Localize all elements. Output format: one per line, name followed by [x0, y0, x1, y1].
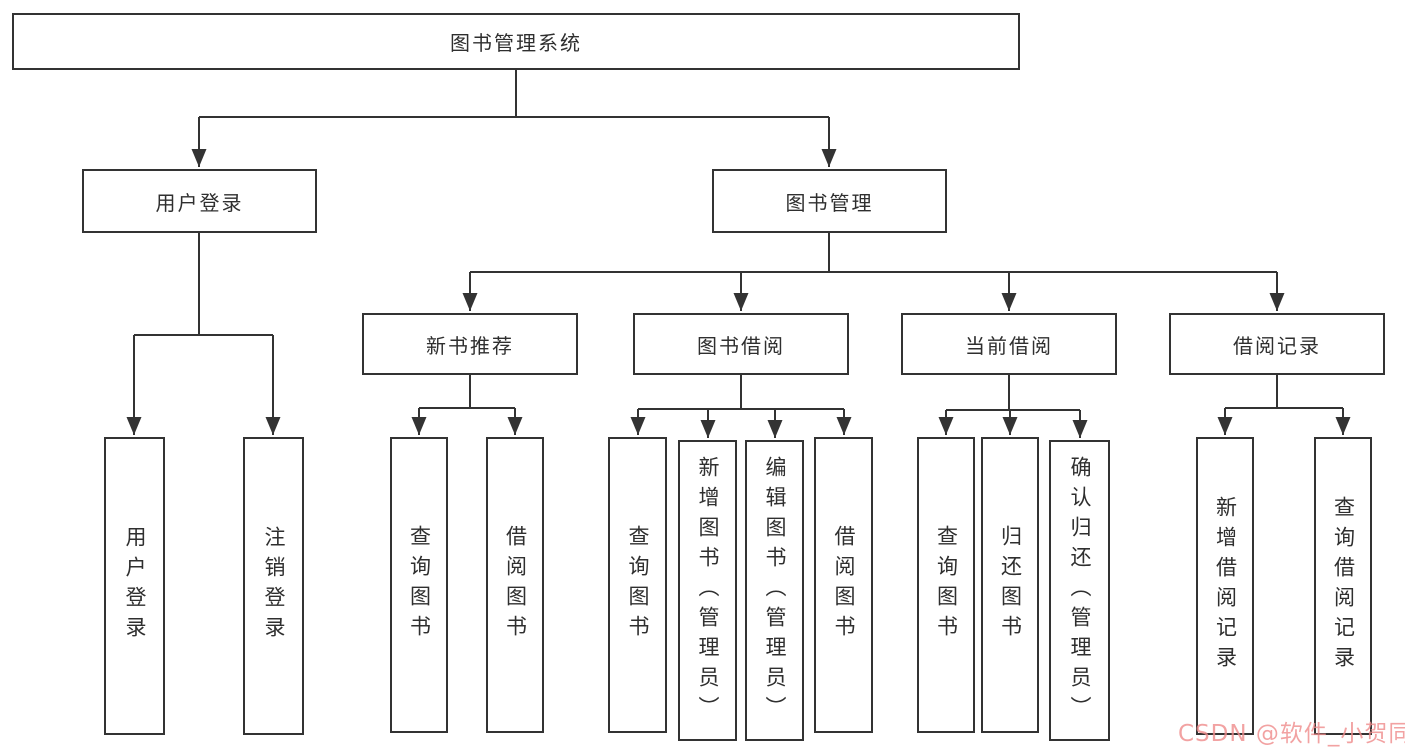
- node-user-login: 用户登录: [104, 437, 165, 735]
- node-query-books-borrowing: 查询图书: [608, 437, 667, 733]
- node-borrow-books-recommend: 借阅图书: [486, 437, 544, 733]
- node-return-books: 归还图书: [981, 437, 1039, 733]
- node-new-book-recommend: 新书推荐: [362, 313, 578, 375]
- edge-buses: [134, 70, 1343, 411]
- watermark: CSDN @软件_小贺同学: [1178, 721, 1405, 747]
- node-book-management-branch: 图书管理: [712, 169, 947, 233]
- node-library-management-system: 图书管理系统: [12, 13, 1020, 70]
- node-borrow-records: 借阅记录: [1169, 313, 1385, 375]
- node-user-login-branch: 用户登录: [82, 169, 317, 233]
- node-add-borrow-record: 新增借阅记录: [1196, 437, 1254, 735]
- node-book-borrowing: 图书借阅: [633, 313, 849, 375]
- node-edit-books-admin: 编辑图书（管理员）: [745, 440, 804, 741]
- node-query-borrow-record: 查询借阅记录: [1314, 437, 1372, 735]
- node-query-books-current: 查询图书: [917, 437, 975, 733]
- node-current-borrowing: 当前借阅: [901, 313, 1117, 375]
- node-borrow-books: 借阅图书: [814, 437, 873, 733]
- node-query-books-recommend: 查询图书: [390, 437, 448, 733]
- node-confirm-return-admin: 确认归还（管理员）: [1049, 440, 1110, 741]
- node-logout-login: 注销登录: [243, 437, 304, 735]
- edge-arrows: [126, 117, 1351, 438]
- node-add-books-admin: 新增图书（管理员）: [678, 440, 737, 741]
